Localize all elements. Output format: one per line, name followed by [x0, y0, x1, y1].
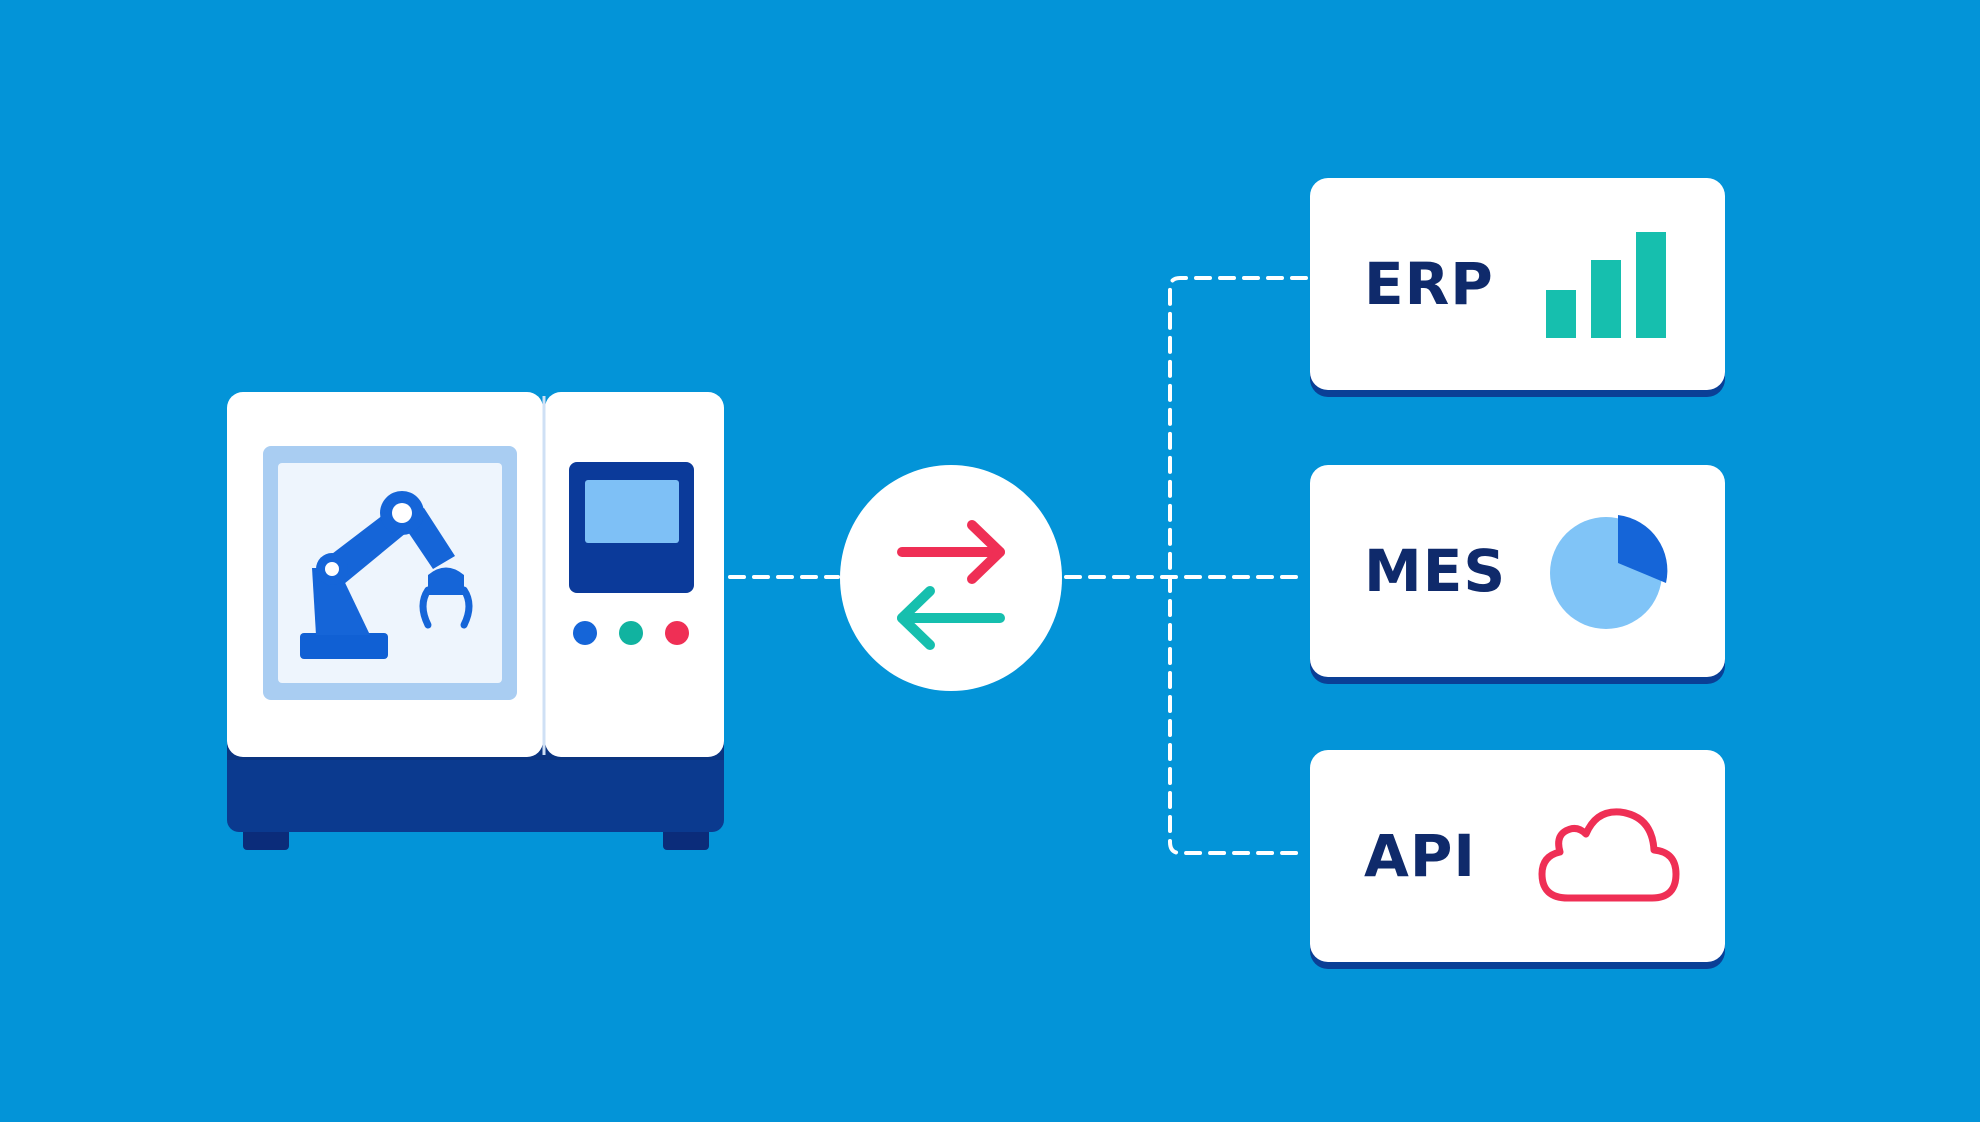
indicator-light-red [665, 621, 689, 645]
connector-branch-erp [1168, 276, 1308, 579]
robotic-arm-icon [300, 491, 473, 659]
control-screen [585, 480, 679, 543]
connector-branch-api [1168, 575, 1308, 855]
indicator-light-teal [619, 621, 643, 645]
cloud-icon [1538, 808, 1680, 902]
bar-chart-icon [1546, 232, 1666, 338]
bidirectional-arrows-icon [897, 520, 1005, 650]
machine-base [227, 740, 724, 832]
system-card-erp[interactable]: ERP [1310, 178, 1725, 390]
api-label: API [1364, 822, 1476, 890]
pie-chart-icon [1550, 515, 1668, 629]
data-exchange-hub [840, 465, 1062, 691]
mes-label: MES [1364, 537, 1507, 605]
erp-label: ERP [1364, 250, 1494, 318]
system-card-api[interactable]: API [1310, 750, 1725, 962]
indicator-light-blue [573, 621, 597, 645]
system-card-mes[interactable]: MES [1310, 465, 1725, 677]
